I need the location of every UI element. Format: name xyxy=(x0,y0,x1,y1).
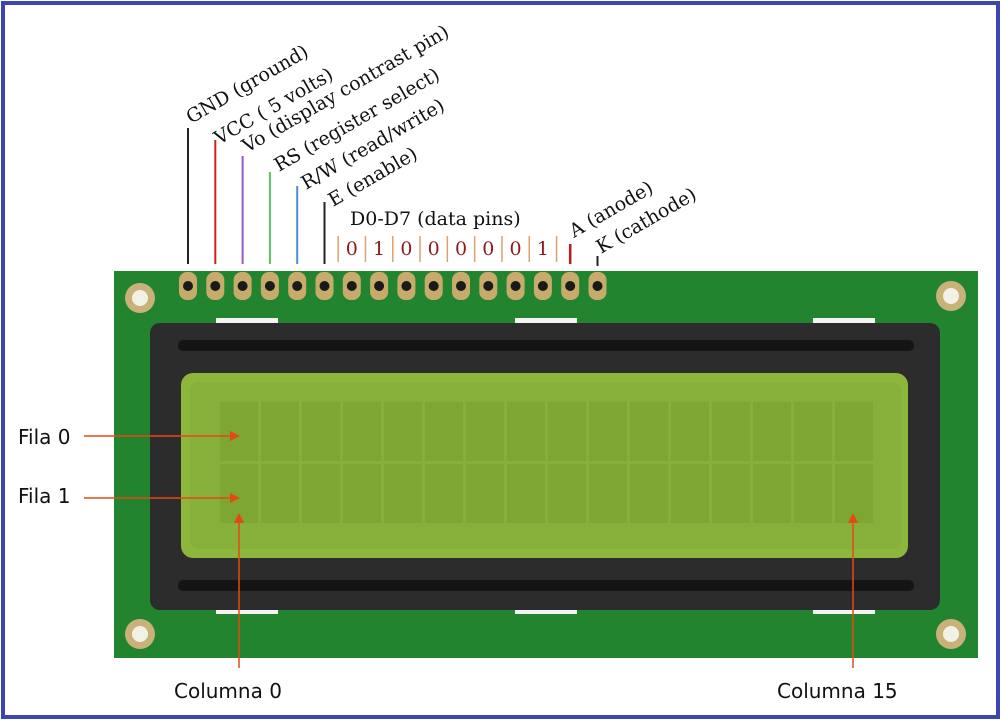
annotation-arrows xyxy=(84,431,858,668)
header-pin-hole xyxy=(510,281,521,291)
char-cell xyxy=(425,464,463,523)
char-cell xyxy=(384,402,422,461)
mounting-hole-bottom-right xyxy=(936,619,966,649)
arrow-column-15 xyxy=(848,513,858,668)
char-cell xyxy=(548,402,586,461)
char-cell xyxy=(302,402,340,461)
char-cell xyxy=(466,402,504,461)
char-cell xyxy=(425,402,463,461)
char-cell xyxy=(835,402,873,461)
char-cell xyxy=(671,402,709,461)
char-cell xyxy=(343,464,381,523)
char-cell xyxy=(507,464,545,523)
pin-header xyxy=(179,272,607,300)
column-label-15: Columna 15 xyxy=(777,679,898,703)
header-pin-hole xyxy=(210,281,221,291)
arrow-row-0 xyxy=(84,431,240,441)
char-cell xyxy=(835,464,873,523)
char-cell xyxy=(261,464,299,523)
header-pin-hole xyxy=(483,281,494,291)
mounting-hole-top-right xyxy=(936,281,966,311)
data-bit: 1 xyxy=(537,238,549,260)
header-pin-hole xyxy=(592,281,603,291)
header-pin-hole xyxy=(401,281,412,291)
data-bit: 0 xyxy=(510,238,522,260)
arrow-row-1 xyxy=(84,493,240,503)
row-label-0: Fila 0 xyxy=(18,425,71,449)
header-pin-hole xyxy=(264,281,275,291)
arrow-column-0 xyxy=(234,513,244,668)
bezel-slot-top xyxy=(178,340,914,351)
char-cell xyxy=(753,464,791,523)
char-cell xyxy=(507,402,545,461)
data-bit: 0 xyxy=(482,238,494,260)
char-cell xyxy=(794,402,832,461)
header-pin-hole xyxy=(456,281,466,291)
char-cell xyxy=(302,464,340,523)
char-cell xyxy=(384,464,422,523)
char-cell xyxy=(220,402,258,461)
char-cell xyxy=(753,402,791,461)
pin-wires xyxy=(187,128,599,266)
data-bit: 0 xyxy=(400,238,412,260)
header-pin-hole xyxy=(374,281,385,291)
data-bit: 0 xyxy=(455,238,467,260)
header-pin-hole xyxy=(319,281,330,291)
character-grid xyxy=(220,402,873,523)
header-pin-hole xyxy=(428,281,439,291)
char-cell xyxy=(466,464,504,523)
char-cell xyxy=(589,402,627,461)
bezel-clip xyxy=(515,318,577,324)
mounting-hole-bottom-left xyxy=(125,619,155,649)
char-cell xyxy=(261,402,299,461)
char-cell xyxy=(671,464,709,523)
bezel-clip xyxy=(813,608,875,614)
column-label-0: Columna 0 xyxy=(174,679,282,703)
bezel-slot-bottom xyxy=(178,580,914,591)
header-pin-hole xyxy=(183,281,193,291)
bezel-clip xyxy=(813,318,875,324)
data-bit: 1 xyxy=(373,238,385,260)
char-cell xyxy=(548,464,586,523)
char-cell xyxy=(589,464,627,523)
header-pin-hole xyxy=(292,281,303,291)
char-cell xyxy=(712,402,750,461)
data-pins-label: D0-D7 (data pins) xyxy=(350,208,521,230)
header-pin-hole xyxy=(565,281,576,291)
header-pin-hole xyxy=(237,281,248,291)
data-bit: 0 xyxy=(428,238,440,260)
bezel-clip xyxy=(515,608,577,614)
header-pin-hole xyxy=(346,281,357,291)
bezel-clip xyxy=(216,318,278,324)
header-pin-hole xyxy=(537,281,548,291)
bezel-clip xyxy=(216,608,278,614)
char-cell xyxy=(630,464,668,523)
row-label-1: Fila 1 xyxy=(18,484,71,508)
char-cell xyxy=(630,402,668,461)
char-cell xyxy=(343,402,381,461)
mounting-hole-top-left xyxy=(125,283,155,313)
char-cell xyxy=(712,464,750,523)
char-cell xyxy=(794,464,832,523)
data-bit: 0 xyxy=(346,238,358,260)
